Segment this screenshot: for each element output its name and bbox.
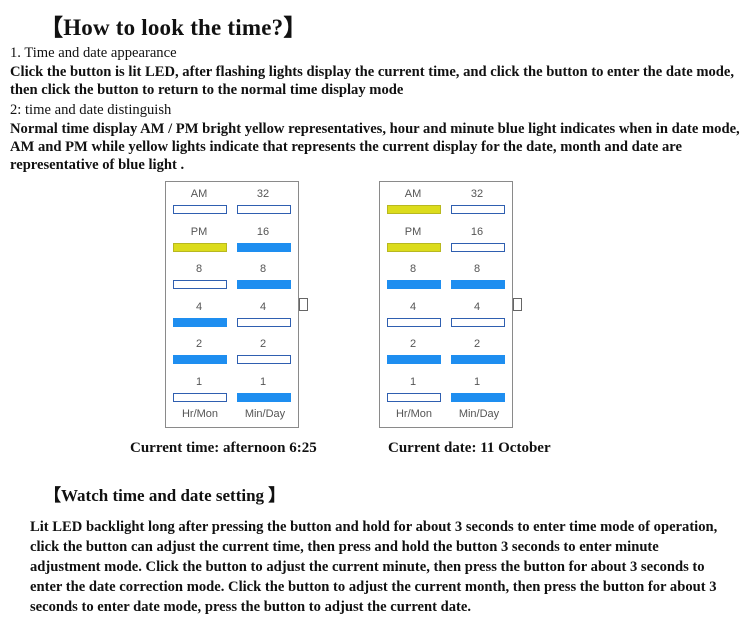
led-indicator-right — [237, 280, 291, 289]
caption-current-date: Current date: 11 October — [388, 440, 551, 456]
led-label-left: PM — [404, 225, 422, 238]
led-label-right: 8 — [259, 263, 267, 275]
led-indicator-left — [173, 392, 227, 402]
led-indicator-left — [173, 242, 227, 252]
panel-footer-right: Min/Day — [244, 408, 286, 420]
section2-heading: 2: time and date distinguish — [10, 102, 172, 118]
led-indicator-left — [387, 242, 441, 252]
led-indicator-left — [173, 317, 227, 327]
led-label-left: 8 — [409, 263, 417, 275]
led-indicator-right — [451, 280, 505, 289]
led-indicator-right — [451, 355, 505, 364]
led-label-right: 8 — [473, 263, 481, 275]
led-indicator-left — [387, 205, 441, 214]
section1-heading: 1. Time and date appearance — [10, 45, 177, 61]
panel-footer-left: Hr/Mon — [181, 408, 219, 420]
led-indicator-right — [451, 205, 505, 214]
section3-heading: 【Watch time and date setting 】 — [44, 486, 286, 505]
led-label-right: 1 — [259, 375, 267, 388]
led-indicator-right — [237, 242, 291, 252]
led-indicator-right — [237, 355, 291, 364]
led-label-left: 1 — [409, 375, 417, 388]
led-label-left: 2 — [195, 338, 203, 350]
led-indicator-right — [237, 205, 291, 214]
led-label-right: 4 — [473, 300, 481, 313]
panel-footer-left: Hr/Mon — [395, 408, 433, 420]
led-indicator-right — [237, 317, 291, 327]
led-indicator-left — [387, 280, 441, 289]
led-indicator-left — [387, 355, 441, 364]
page-title: 【How to look the time?】 — [40, 15, 307, 40]
led-label-left: PM — [190, 225, 208, 238]
led-label-left: 2 — [409, 338, 417, 350]
led-label-left: AM — [190, 188, 208, 200]
led-indicator-right — [451, 242, 505, 252]
led-indicator-right — [451, 317, 505, 327]
led-label-left: 4 — [409, 300, 417, 313]
led-indicator-right — [237, 392, 291, 402]
led-label-right: 32 — [470, 188, 484, 200]
section2-text: Normal time display AM / PM bright yello… — [10, 121, 740, 173]
caption-current-time: Current time: afternoon 6:25 — [130, 440, 317, 456]
led-label-right: 16 — [256, 225, 270, 238]
section3-text: Lit LED backlight long after pressing th… — [30, 519, 718, 615]
led-indicator-left — [387, 392, 441, 402]
panel-footer-right: Min/Day — [458, 408, 500, 420]
led-label-left: 8 — [195, 263, 203, 275]
section1-text: Click the button is lit LED, after flash… — [10, 64, 735, 98]
watch-button-icon — [513, 298, 522, 311]
led-label-right: 32 — [256, 188, 270, 200]
led-indicator-left — [387, 317, 441, 327]
led-label-right: 2 — [473, 338, 481, 350]
led-label-left: AM — [404, 188, 422, 200]
led-indicator-left — [173, 205, 227, 214]
led-label-left: 1 — [195, 375, 203, 388]
led-label-right: 2 — [259, 338, 267, 350]
led-label-right: 16 — [470, 225, 484, 238]
watch-button-icon — [299, 298, 308, 311]
led-indicator-right — [451, 392, 505, 402]
led-indicator-left — [173, 355, 227, 364]
led-label-right: 4 — [259, 300, 267, 313]
led-label-left: 4 — [195, 300, 203, 313]
led-indicator-left — [173, 280, 227, 289]
led-label-right: 1 — [473, 375, 481, 388]
